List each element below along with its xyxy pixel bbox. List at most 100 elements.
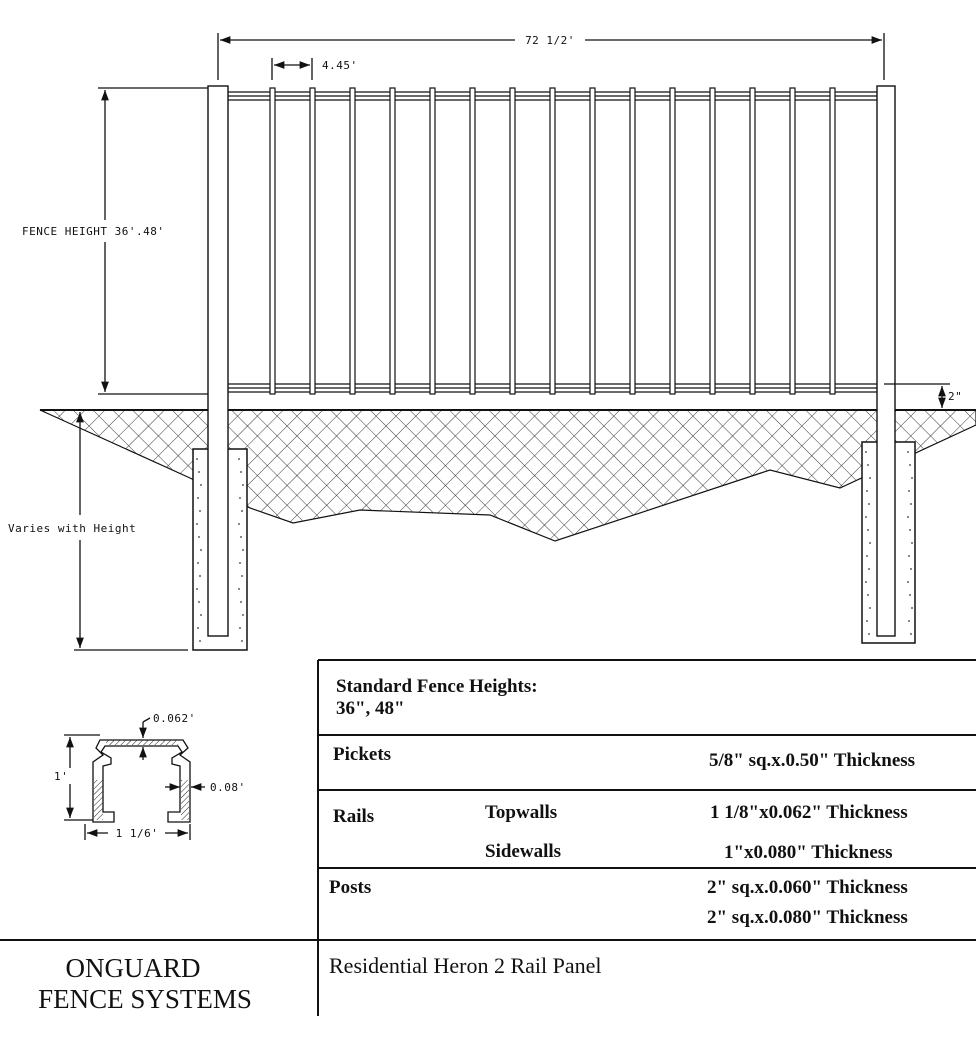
stipple-dot: [240, 601, 242, 603]
stipple-dot: [239, 562, 241, 564]
topwalls-label: Topwalls: [485, 802, 557, 823]
picket: [269, 87, 276, 395]
sidewall-thickness-label: 0.08': [210, 781, 246, 794]
stipple-dot: [911, 477, 913, 479]
picket: [629, 87, 636, 395]
picket: [589, 87, 596, 395]
panel-width-dimension: 72 1/2': [217, 33, 885, 80]
picket: [829, 87, 836, 395]
stipple-dot: [241, 575, 243, 577]
stipple-dot: [241, 510, 243, 512]
stipple-dot: [908, 490, 910, 492]
stipple-dot: [869, 477, 871, 479]
stipple-dot: [242, 614, 244, 616]
picket: [749, 87, 756, 395]
stipple-dot: [240, 471, 242, 473]
profile-width-label: 1 1/6': [116, 827, 159, 840]
stipple-dot: [865, 451, 867, 453]
picket: [789, 87, 796, 395]
stipple-dot: [907, 516, 909, 518]
picket: [349, 87, 356, 395]
drawing-title: Residential Heron 2 Rail Panel: [329, 953, 602, 978]
stipple-dot: [908, 620, 910, 622]
stipple-dot: [868, 503, 870, 505]
stipple-dot: [238, 458, 240, 460]
stipple-dot: [196, 523, 198, 525]
stipple-dot: [865, 581, 867, 583]
pickets-label: Pickets: [333, 744, 391, 765]
topwall-thickness-label: 0.062': [153, 712, 196, 725]
picket: [429, 87, 436, 395]
stipple-dot: [200, 484, 202, 486]
pickets: [269, 87, 836, 395]
left-post: [207, 85, 229, 637]
panel-width-label: 72 1/2': [525, 34, 575, 47]
stipple-dot: [197, 627, 199, 629]
post-depth-dimension: Varies with Height: [8, 412, 188, 651]
standard-heights-label: Standard Fence Heights:: [336, 676, 538, 697]
picket: [509, 87, 516, 395]
rail-profile-section: 0.062' 0.08' 1' 1 1/6': [54, 712, 246, 840]
stipple-dot: [909, 464, 911, 466]
company-name-line1: ONGUARD: [66, 953, 201, 983]
stipple-dot: [866, 490, 868, 492]
stipple-dot: [907, 581, 909, 583]
ground-clearance-dimension: 2": [884, 383, 962, 408]
picket: [709, 87, 716, 395]
stipple-dot: [198, 536, 200, 538]
stipple-dot: [909, 529, 911, 531]
stipple-dot: [196, 588, 198, 590]
soil-hatch: [39, 409, 976, 542]
stipple-dot: [866, 620, 868, 622]
picket-spacing-label: 4.45': [322, 59, 358, 72]
fence-height-dimension: FENCE HEIGHT 36'.48': [22, 87, 208, 395]
stipple-dot: [199, 640, 201, 642]
stipple-dot: [240, 536, 242, 538]
stipple-dot: [200, 614, 202, 616]
stipple-dot: [238, 588, 240, 590]
stipple-dot: [908, 555, 910, 557]
title-block: ONGUARD FENCE SYSTEMS Residential Heron …: [38, 953, 601, 1014]
picket: [469, 87, 476, 395]
stipple-dot: [198, 471, 200, 473]
stipple-dot: [199, 510, 201, 512]
stipple-dot: [239, 497, 241, 499]
picket: [669, 87, 676, 395]
standard-heights-value: 36", 48": [336, 698, 405, 719]
stipple-dot: [911, 542, 913, 544]
stipple-dot: [910, 568, 912, 570]
stipple-dot: [867, 464, 869, 466]
stipple-dot: [196, 458, 198, 460]
posts-value-2: 2" sq.x.0.080" Thickness: [707, 907, 908, 928]
posts-value-1: 2" sq.x.0.060" Thickness: [707, 877, 908, 898]
post-depth-label: Varies with Height: [8, 522, 136, 535]
right-post: [876, 85, 896, 637]
rails-label: Rails: [333, 806, 374, 827]
stipple-dot: [198, 601, 200, 603]
stipple-dot: [242, 549, 244, 551]
company-name-line2: FENCE SYSTEMS: [38, 984, 252, 1014]
stipple-dot: [239, 627, 241, 629]
picket: [549, 87, 556, 395]
stipple-dot: [868, 633, 870, 635]
stipple-dot: [869, 607, 871, 609]
ground-clearance-label: 2": [948, 390, 962, 403]
sidewalls-label: Sidewalls: [485, 841, 561, 862]
sidewalls-value: 1"x0.080" Thickness: [724, 842, 893, 863]
profile-height-label: 1': [54, 770, 68, 783]
stipple-dot: [907, 451, 909, 453]
posts-label: Posts: [329, 877, 371, 898]
picket: [389, 87, 396, 395]
fence-height-label: FENCE HEIGHT 36'.48': [22, 225, 164, 238]
picket: [309, 87, 316, 395]
pickets-value: 5/8" sq.x.0.50" Thickness: [709, 750, 915, 771]
stipple-dot: [866, 555, 868, 557]
stipple-dot: [867, 594, 869, 596]
stipple-dot: [197, 562, 199, 564]
stipple-dot: [868, 568, 870, 570]
concrete-stipple: [196, 451, 913, 642]
stipple-dot: [197, 497, 199, 499]
spec-table: Standard Fence Heights: 36", 48" Pickets…: [0, 659, 976, 1016]
stipple-dot: [909, 594, 911, 596]
